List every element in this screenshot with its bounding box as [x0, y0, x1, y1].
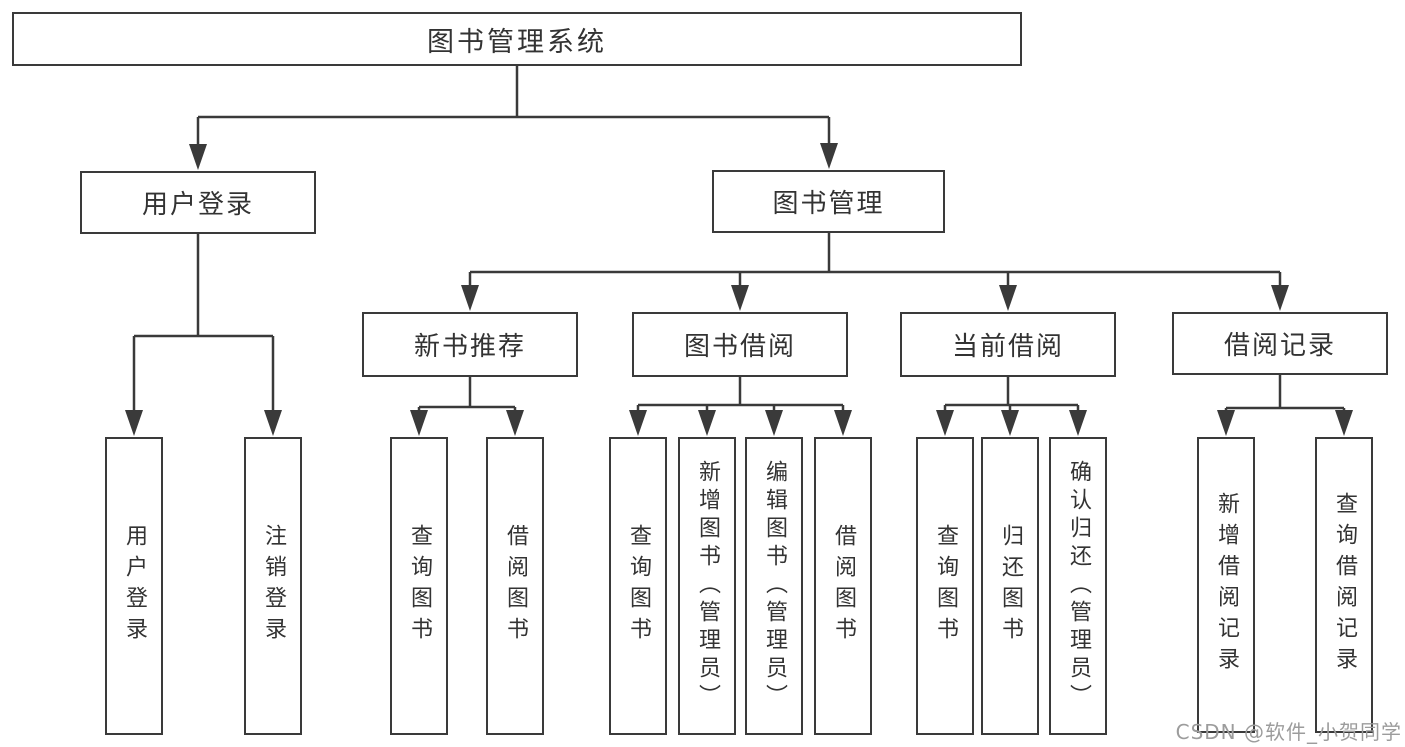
leaf-borrow-borrow-books-label: 借阅图书	[831, 524, 856, 648]
node-root: 图书管理系统	[12, 12, 1022, 66]
leaf-records-add-record-label: 新增借阅记录	[1214, 492, 1239, 678]
leaf-records-add-record: 新增借阅记录	[1197, 437, 1255, 733]
edge-root-to-level2	[189, 66, 838, 170]
leaf-current-confirm-return-admin: 确认归还（管理员）	[1049, 437, 1107, 735]
arrowhead	[410, 410, 428, 436]
node-borrow-records: 借阅记录	[1172, 312, 1388, 375]
leaf-borrow-borrow-books: 借阅图书	[814, 437, 872, 735]
node-user-login-label: 用户登录	[141, 190, 254, 220]
arrowhead	[629, 410, 647, 436]
arrowhead	[125, 410, 143, 436]
edge-borrow-to-children	[629, 377, 852, 436]
node-user-login: 用户登录	[80, 171, 316, 234]
edge-bookmgmt-to-level3	[461, 233, 1289, 311]
leaf-logout: 注销登录	[244, 437, 302, 735]
node-book-borrow-label: 图书借阅	[683, 332, 796, 362]
node-current-borrow-label: 当前借阅	[951, 332, 1064, 362]
leaf-borrow-edit-books-admin-label: 编辑图书（管理员）	[762, 460, 787, 712]
leaf-borrow-query-books-label: 查询图书	[626, 524, 651, 648]
leaf-borrow-edit-books-admin: 编辑图书（管理员）	[745, 437, 803, 735]
leaf-records-query-record: 查询借阅记录	[1315, 437, 1373, 733]
arrowhead	[1069, 410, 1087, 436]
edge-newbooks-to-children	[410, 377, 524, 436]
node-new-book-recommend: 新书推荐	[362, 312, 578, 377]
leaf-logout-label: 注销登录	[261, 524, 286, 648]
arrowhead	[506, 410, 524, 436]
leaf-newbooks-query-books-label: 查询图书	[407, 524, 432, 648]
leaf-newbooks-borrow-books-label: 借阅图书	[503, 524, 528, 648]
arrowhead	[765, 410, 783, 436]
leaf-borrow-add-books-admin: 新增图书（管理员）	[678, 437, 736, 735]
arrowhead	[461, 285, 479, 311]
arrowhead	[936, 410, 954, 436]
leaf-current-query-books: 查询图书	[916, 437, 974, 735]
leaf-current-return-books-label: 归还图书	[998, 524, 1023, 648]
node-new-book-recommend-label: 新书推荐	[413, 332, 526, 362]
node-book-management-label: 图书管理	[772, 189, 885, 219]
edge-userlogin-to-children	[125, 234, 282, 436]
arrowhead	[264, 410, 282, 436]
node-book-management: 图书管理	[712, 170, 945, 233]
arrowhead	[731, 285, 749, 311]
leaf-newbooks-borrow-books: 借阅图书	[486, 437, 544, 735]
arrowhead	[1335, 410, 1353, 436]
leaf-user-login-label: 用户登录	[122, 524, 147, 648]
node-borrow-records-label: 借阅记录	[1223, 331, 1336, 361]
edge-records-to-children	[1217, 375, 1353, 436]
arrowhead	[820, 143, 838, 169]
leaf-user-login: 用户登录	[105, 437, 163, 735]
leaf-current-confirm-return-admin-label: 确认归还（管理员）	[1066, 460, 1091, 712]
leaf-borrow-query-books: 查询图书	[609, 437, 667, 735]
arrowhead	[834, 410, 852, 436]
edge-current-to-children	[936, 377, 1087, 436]
leaf-borrow-add-books-admin-label: 新增图书（管理员）	[695, 460, 720, 712]
node-book-borrow: 图书借阅	[632, 312, 848, 377]
node-root-label: 图书管理系统	[427, 26, 607, 58]
arrowhead	[698, 410, 716, 436]
leaf-current-query-books-label: 查询图书	[933, 524, 958, 648]
arrowhead	[999, 285, 1017, 311]
node-current-borrow: 当前借阅	[900, 312, 1116, 377]
arrowhead	[1001, 410, 1019, 436]
leaf-records-query-record-label: 查询借阅记录	[1332, 492, 1357, 678]
leaf-current-return-books: 归还图书	[981, 437, 1039, 735]
arrowhead	[189, 144, 207, 170]
arrowhead	[1271, 285, 1289, 311]
csdn-watermark: CSDN @软件_小贺同学	[1175, 720, 1402, 744]
leaf-newbooks-query-books: 查询图书	[390, 437, 448, 735]
arrowhead	[1217, 410, 1235, 436]
